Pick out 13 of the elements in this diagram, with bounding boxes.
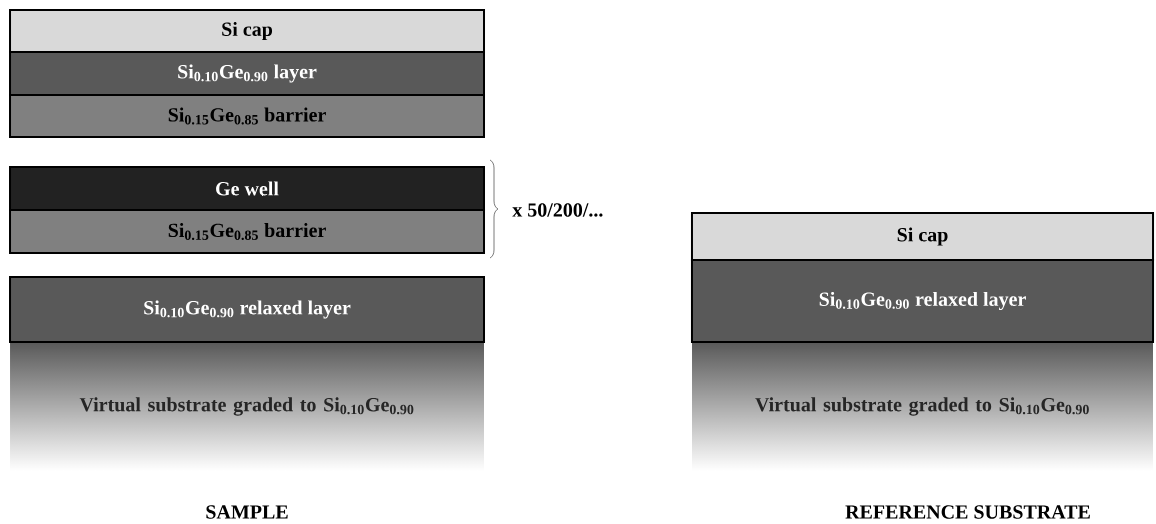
relaxed-layer: Si$_{0.10}$Ge$_{0.90}$ relaxed layer	[690, 259, 1155, 343]
alloy-layer: Si$_{0.10}$Ge$_{0.90}$ layer	[9, 51, 485, 96]
reference-label: REFERENCE SUBSTRATE	[845, 505, 1090, 519]
barrier-layer: Si$_{0.15}$Ge$_{0.85}$ barrier	[9, 94, 485, 138]
cap-layer: Si cap	[690, 212, 1155, 261]
cap-layer: Si cap	[9, 9, 485, 53]
graded-substrate: Virtual substrate graded to Si$_{0.10}$Ge$_{0.90}$	[755, 397, 1089, 416]
sample-label: SAMPLE	[206, 505, 288, 519]
barrier-layer: Si$_{0.15}$Ge$_{0.85}$ barrier	[9, 209, 485, 254]
relaxed-layer: Si$_{0.10}$Ge$_{0.90}$ relaxed layer	[9, 275, 485, 343]
graded-substrate: Virtual substrate graded to Si$_{0.10}$Ge$_{0.90}$	[79, 397, 414, 416]
repeat-label: x 50/200/...	[512, 203, 603, 217]
well-layer: Ge well	[9, 166, 485, 211]
